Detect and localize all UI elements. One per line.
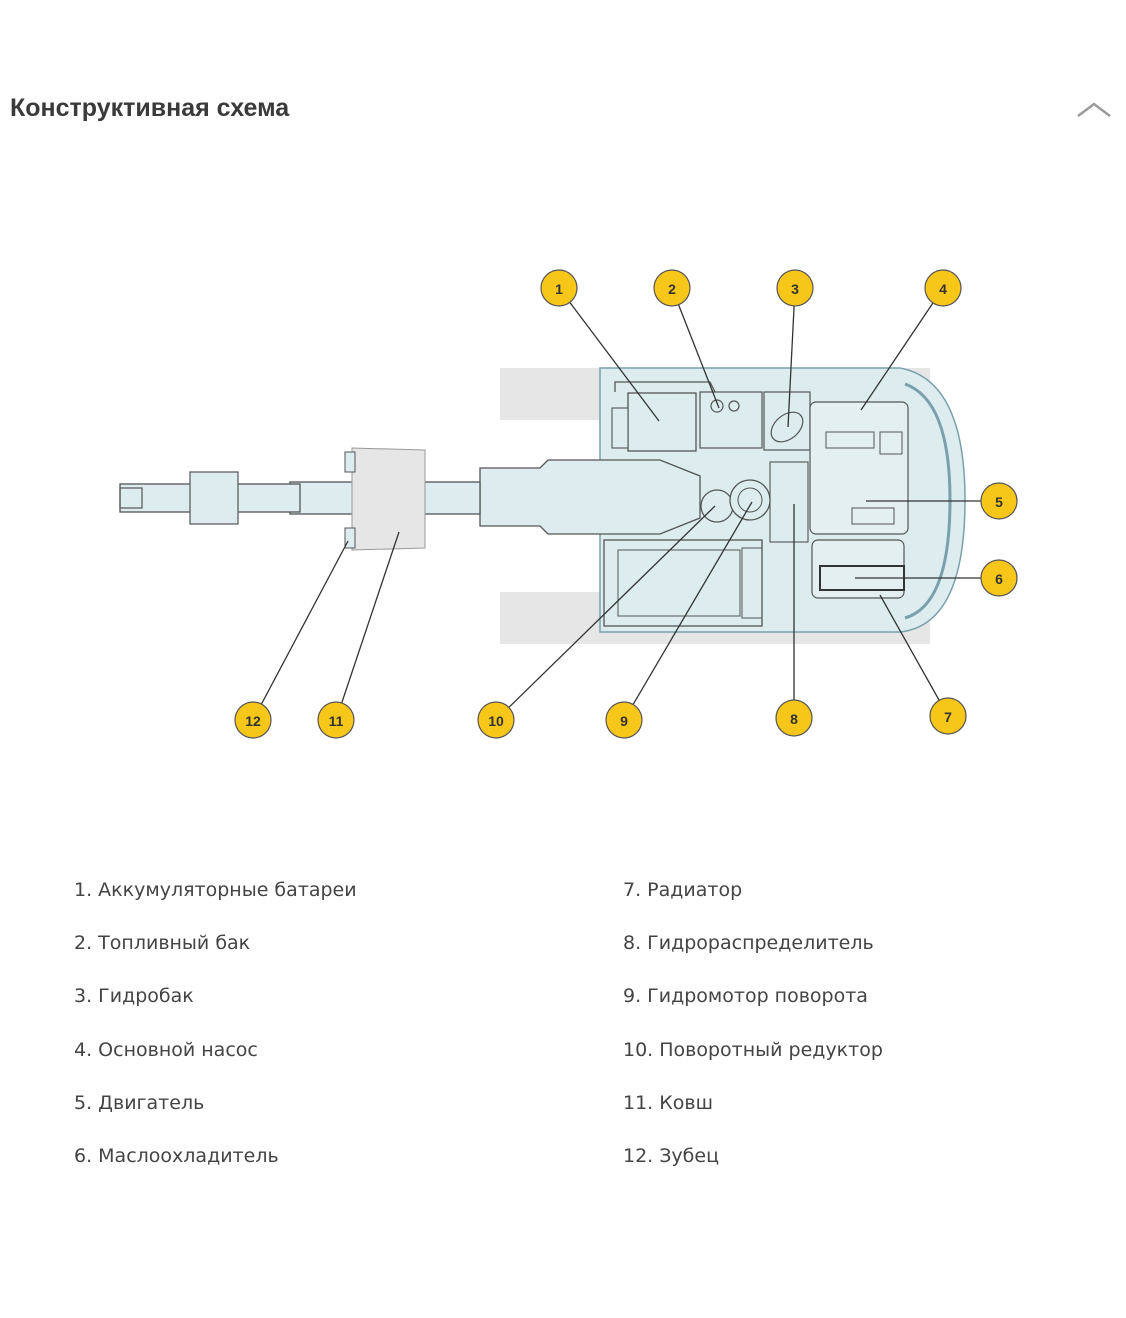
callout-10-label: 10	[488, 713, 504, 729]
leader-lines	[252, 287, 999, 721]
legend-item: 8. Гидрораспределитель	[623, 932, 874, 955]
callout-11	[317, 701, 355, 739]
callout-6-label: 6	[995, 571, 1003, 587]
cab-shape	[603, 539, 763, 627]
callout-3	[776, 269, 814, 307]
legend-item: 12. Зубец	[623, 1144, 720, 1167]
fuel-tank-shape	[699, 391, 763, 449]
callout-12	[234, 701, 272, 739]
legend-item: 10. Поворотный редуктор	[623, 1038, 883, 1061]
callout-7-label: 7	[944, 709, 952, 725]
chevron-up-icon[interactable]	[1074, 96, 1114, 124]
control-valve-shape	[769, 461, 809, 543]
callout-markers	[234, 269, 1018, 739]
legend-column-right: 7. Радиатор 8. Гидрораспределитель 9. Ги…	[623, 870, 883, 1189]
legend-item: 1. Аккумуляторные батареи	[74, 879, 357, 901]
counterweight	[904, 382, 952, 620]
excavator-schematic: 1 2 3 4 5 6 7 8 9 10 11 12	[119, 269, 1018, 739]
callout-7	[929, 697, 967, 735]
bucket-shape	[351, 447, 426, 551]
section-title: Конструктивная схема	[10, 94, 290, 122]
legend-item: 7. Радиатор	[623, 879, 743, 901]
legend-item: 9. Гидромотор поворота	[623, 985, 868, 1008]
callout-8-label: 8	[790, 711, 798, 727]
battery-box	[627, 392, 697, 452]
swing-motor-shape	[729, 479, 771, 521]
callout-4	[924, 269, 962, 307]
legend-item: 3. Гидробак	[74, 985, 194, 1008]
engine-shape	[809, 401, 909, 535]
callout-10	[477, 701, 515, 739]
callout-11-label: 11	[329, 713, 344, 729]
legend-item: 5. Двигатель	[74, 1091, 205, 1114]
callout-5-label: 5	[995, 494, 1003, 510]
callout-1	[540, 269, 578, 307]
excavator-diagram: 1 2 3 4 5 6 7 8 9 10 11 12	[0, 150, 1126, 850]
section-header[interactable]: Конструктивная схема	[0, 78, 1126, 142]
callout-2-label: 2	[668, 281, 676, 297]
legend-column-left: 1. Аккумуляторные батареи 2. Топливный б…	[74, 870, 357, 1189]
callout-12-label: 12	[245, 713, 261, 729]
callout-1-label: 1	[555, 281, 563, 297]
swing-reducer-shape	[700, 489, 734, 523]
callout-2	[653, 269, 691, 307]
legend-item: 2. Топливный бак	[74, 932, 251, 955]
callout-6	[980, 559, 1018, 597]
legend-item: 11. Ковш	[623, 1091, 713, 1114]
callout-4-label: 4	[939, 281, 947, 297]
legend-item: 4. Основной насос	[74, 1038, 258, 1061]
callout-9-label: 9	[620, 713, 628, 729]
callout-5	[980, 482, 1018, 520]
legend-item: 6. Маслоохладитель	[74, 1144, 279, 1167]
boom-shape	[479, 459, 701, 535]
callout-3-label: 3	[791, 281, 799, 297]
callout-8	[775, 699, 813, 737]
callout-9	[605, 701, 643, 739]
